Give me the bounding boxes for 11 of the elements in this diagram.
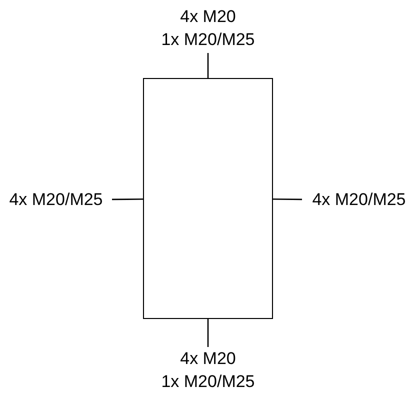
leader-line [112,198,143,200]
cable-entry-label: 4x M20/M25 [8,189,104,211]
cable-entry-label: 1x M20/M25 [160,371,256,393]
leader-line [273,198,302,200]
cable-entry-label: 4x M20/M25 [311,189,407,211]
leader-line [207,53,209,78]
cable-entry-label: 1x M20/M25 [160,29,256,51]
cable-entry-label: 4x M20 [179,6,237,28]
enclosure-box [143,78,273,319]
leader-line [207,319,209,347]
cable-entry-label: 4x M20 [179,348,237,370]
